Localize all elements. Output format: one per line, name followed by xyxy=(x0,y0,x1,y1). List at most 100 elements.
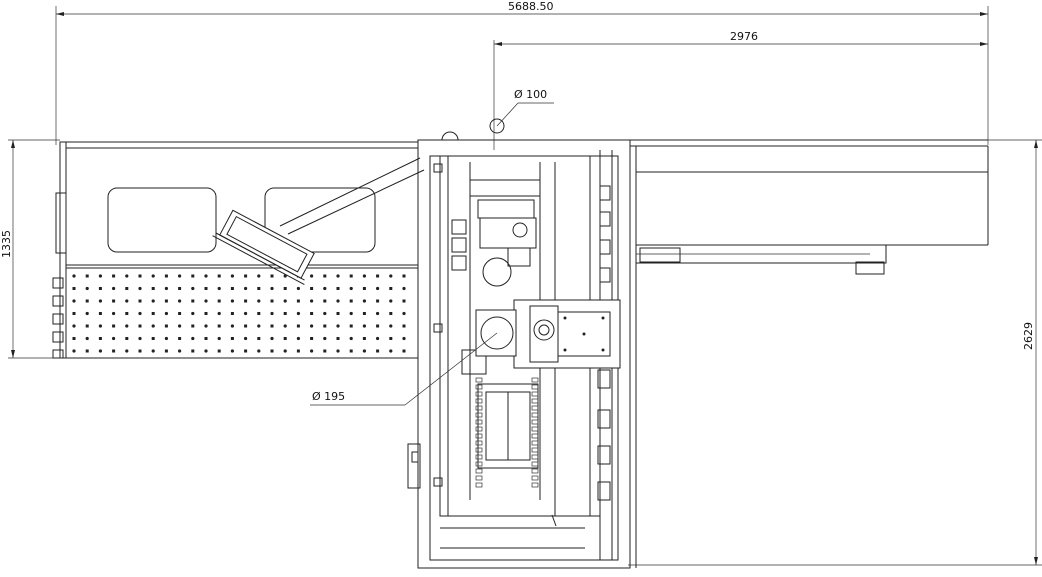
table-hole xyxy=(191,349,195,353)
table-hole xyxy=(244,324,248,328)
table-hole xyxy=(125,337,129,340)
table-hole xyxy=(98,274,102,278)
table-hole xyxy=(336,312,340,315)
grid-slot xyxy=(531,412,539,418)
table-hole xyxy=(98,349,102,353)
table-hole xyxy=(349,299,353,303)
table-hole xyxy=(204,349,208,353)
table-hole xyxy=(310,287,314,290)
table-hole xyxy=(125,287,129,290)
table-hole xyxy=(296,286,300,291)
table-hole xyxy=(270,336,274,341)
table-hole xyxy=(72,312,76,315)
grid-slot xyxy=(531,391,539,397)
table-hole xyxy=(151,324,155,328)
grid-slot xyxy=(475,391,483,397)
table-hole xyxy=(98,287,102,290)
table-hole xyxy=(323,349,327,353)
table-hole xyxy=(85,299,89,303)
table-hole xyxy=(402,299,406,303)
grid-slot xyxy=(475,433,483,439)
table-hole xyxy=(191,274,195,278)
table-hole xyxy=(204,287,208,290)
right-section-dimension: 2976 xyxy=(493,30,988,150)
right-height-dimension: 2629 xyxy=(628,139,1042,566)
table-hole xyxy=(151,312,155,315)
table-hole xyxy=(376,349,380,353)
table-hole xyxy=(72,337,76,340)
table-hole xyxy=(376,299,380,303)
table-hole xyxy=(85,311,89,316)
table-hole xyxy=(125,324,129,328)
table-hole xyxy=(164,286,168,291)
grid-slot xyxy=(531,440,539,446)
right-table xyxy=(629,139,989,568)
table-hole xyxy=(296,349,300,353)
grid-slot xyxy=(531,426,539,432)
table-hole xyxy=(362,324,366,328)
table-hole xyxy=(164,324,168,328)
grid-slot xyxy=(475,419,483,425)
table-hole xyxy=(244,336,248,341)
table-hole xyxy=(72,324,76,328)
table-hole xyxy=(402,286,406,291)
table-hole xyxy=(85,336,89,341)
table-hole xyxy=(349,274,353,278)
table-hole xyxy=(125,349,129,353)
table-hole xyxy=(230,337,234,340)
table-hole xyxy=(112,286,116,291)
table-hole xyxy=(376,274,380,278)
table-hole xyxy=(257,287,261,290)
table-hole xyxy=(362,287,366,290)
table-hole xyxy=(138,286,142,291)
table-hole xyxy=(191,311,195,316)
table-hole xyxy=(72,274,76,278)
table-hole xyxy=(85,324,89,328)
table-hole xyxy=(376,324,380,328)
table-hole xyxy=(270,274,274,278)
table-hole xyxy=(98,299,102,303)
grid-slot xyxy=(475,461,483,467)
grid-slot xyxy=(475,384,483,390)
table-hole xyxy=(310,324,314,328)
lower-slot-grid xyxy=(475,377,539,488)
left-height-label: 1335 xyxy=(0,230,13,258)
table-hole xyxy=(402,274,406,278)
perforated-table-holes xyxy=(72,274,406,353)
table-hole xyxy=(336,287,340,290)
table-hole xyxy=(217,286,221,291)
table-hole xyxy=(164,336,168,341)
table-hole xyxy=(178,349,182,353)
table-hole xyxy=(257,274,261,278)
table-hole xyxy=(191,286,195,291)
table-hole xyxy=(310,337,314,340)
table-hole xyxy=(336,337,340,340)
table-hole xyxy=(389,299,393,303)
table-hole xyxy=(178,324,182,328)
table-hole xyxy=(389,312,393,315)
table-hole xyxy=(72,299,76,303)
table-hole xyxy=(349,311,353,316)
table-hole xyxy=(164,299,168,303)
grid-slot xyxy=(475,405,483,411)
grid-slot xyxy=(475,468,483,474)
table-hole xyxy=(178,337,182,340)
table-hole xyxy=(362,349,366,353)
table-hole xyxy=(283,349,287,353)
table-hole xyxy=(310,349,314,353)
table-hole xyxy=(310,312,314,315)
table-hole xyxy=(323,299,327,303)
table-hole xyxy=(376,336,380,341)
table-hole xyxy=(112,336,116,341)
table-hole xyxy=(296,336,300,341)
table-hole xyxy=(402,336,406,341)
table-hole xyxy=(257,324,261,328)
grid-slot xyxy=(531,398,539,404)
table-hole xyxy=(323,274,327,278)
right-height-label: 2629 xyxy=(1022,322,1035,350)
table-hole xyxy=(112,274,116,278)
table-hole xyxy=(402,349,406,353)
table-hole xyxy=(283,312,287,315)
table-hole xyxy=(204,324,208,328)
table-hole xyxy=(244,349,248,353)
